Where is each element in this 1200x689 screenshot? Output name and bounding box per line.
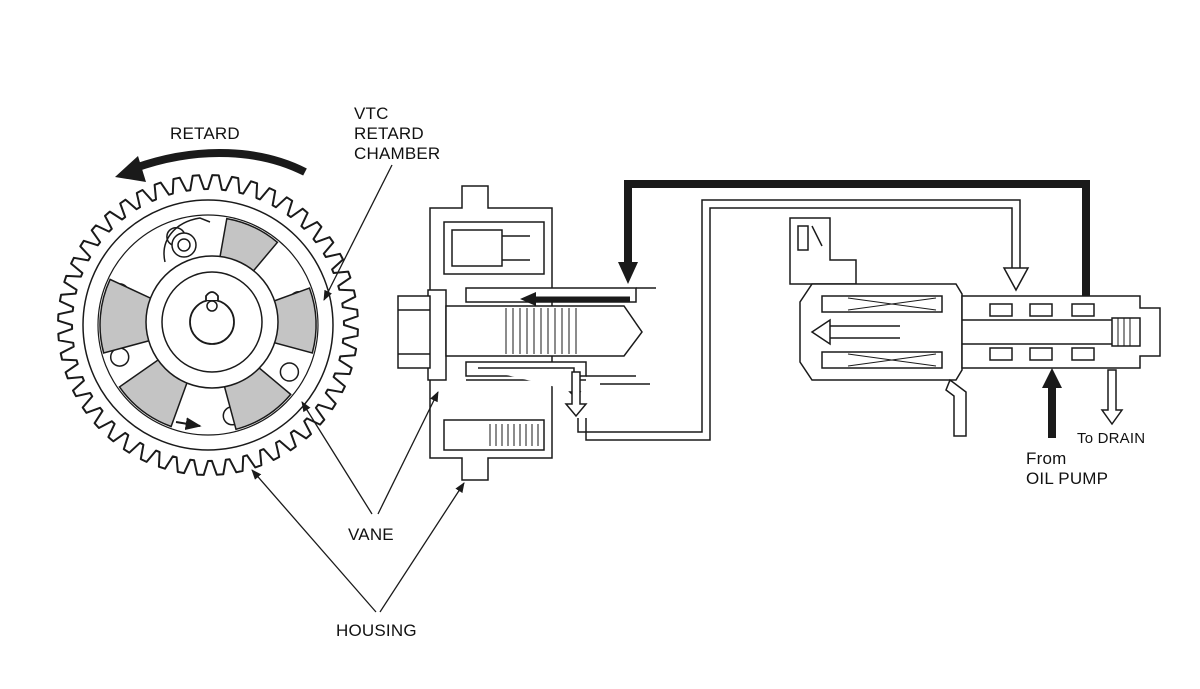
oil-pump-label: OIL PUMP xyxy=(1026,469,1109,488)
sprocket-assembly xyxy=(57,174,359,476)
advance-flow-arrow xyxy=(520,292,630,306)
oil-control-solenoid xyxy=(789,217,1161,437)
drain-flow-arrow xyxy=(478,367,588,418)
return-oil-line xyxy=(577,199,1030,441)
lower-chamber xyxy=(443,419,545,451)
oil-pump-inlet-arrow xyxy=(1042,368,1062,438)
keyway-pin xyxy=(206,300,218,312)
solenoid-bracket xyxy=(945,378,967,437)
vtc-label-line1: VTC xyxy=(354,104,389,123)
housing-outer-ring xyxy=(82,199,334,451)
vtc-label-line3: CHAMBER xyxy=(354,144,441,163)
from-label: From xyxy=(1026,449,1067,468)
lock-pin-inner xyxy=(177,238,191,252)
housing-hole-5 xyxy=(279,362,300,382)
camshaft-section xyxy=(397,185,656,481)
lock-pin-arm xyxy=(163,217,211,263)
vtc-label-line2: RETARD xyxy=(354,124,424,143)
retard-label: RETARD xyxy=(170,124,240,143)
housing-label: HOUSING xyxy=(336,621,417,640)
housing-inner-ring xyxy=(97,214,319,436)
pressure-oil-line xyxy=(618,180,1090,298)
center-bolt-shaft xyxy=(445,305,643,357)
keyway-slot xyxy=(205,291,219,300)
leader-lines xyxy=(251,164,465,613)
to-drain-label: To DRAIN xyxy=(1077,430,1146,447)
retard-direction-arrow xyxy=(115,148,307,182)
vane-motion-arrow xyxy=(175,417,202,430)
vane-label: VANE xyxy=(348,525,394,544)
drain-outlet-arrow xyxy=(1100,369,1124,426)
center-bolt-head xyxy=(397,295,431,369)
